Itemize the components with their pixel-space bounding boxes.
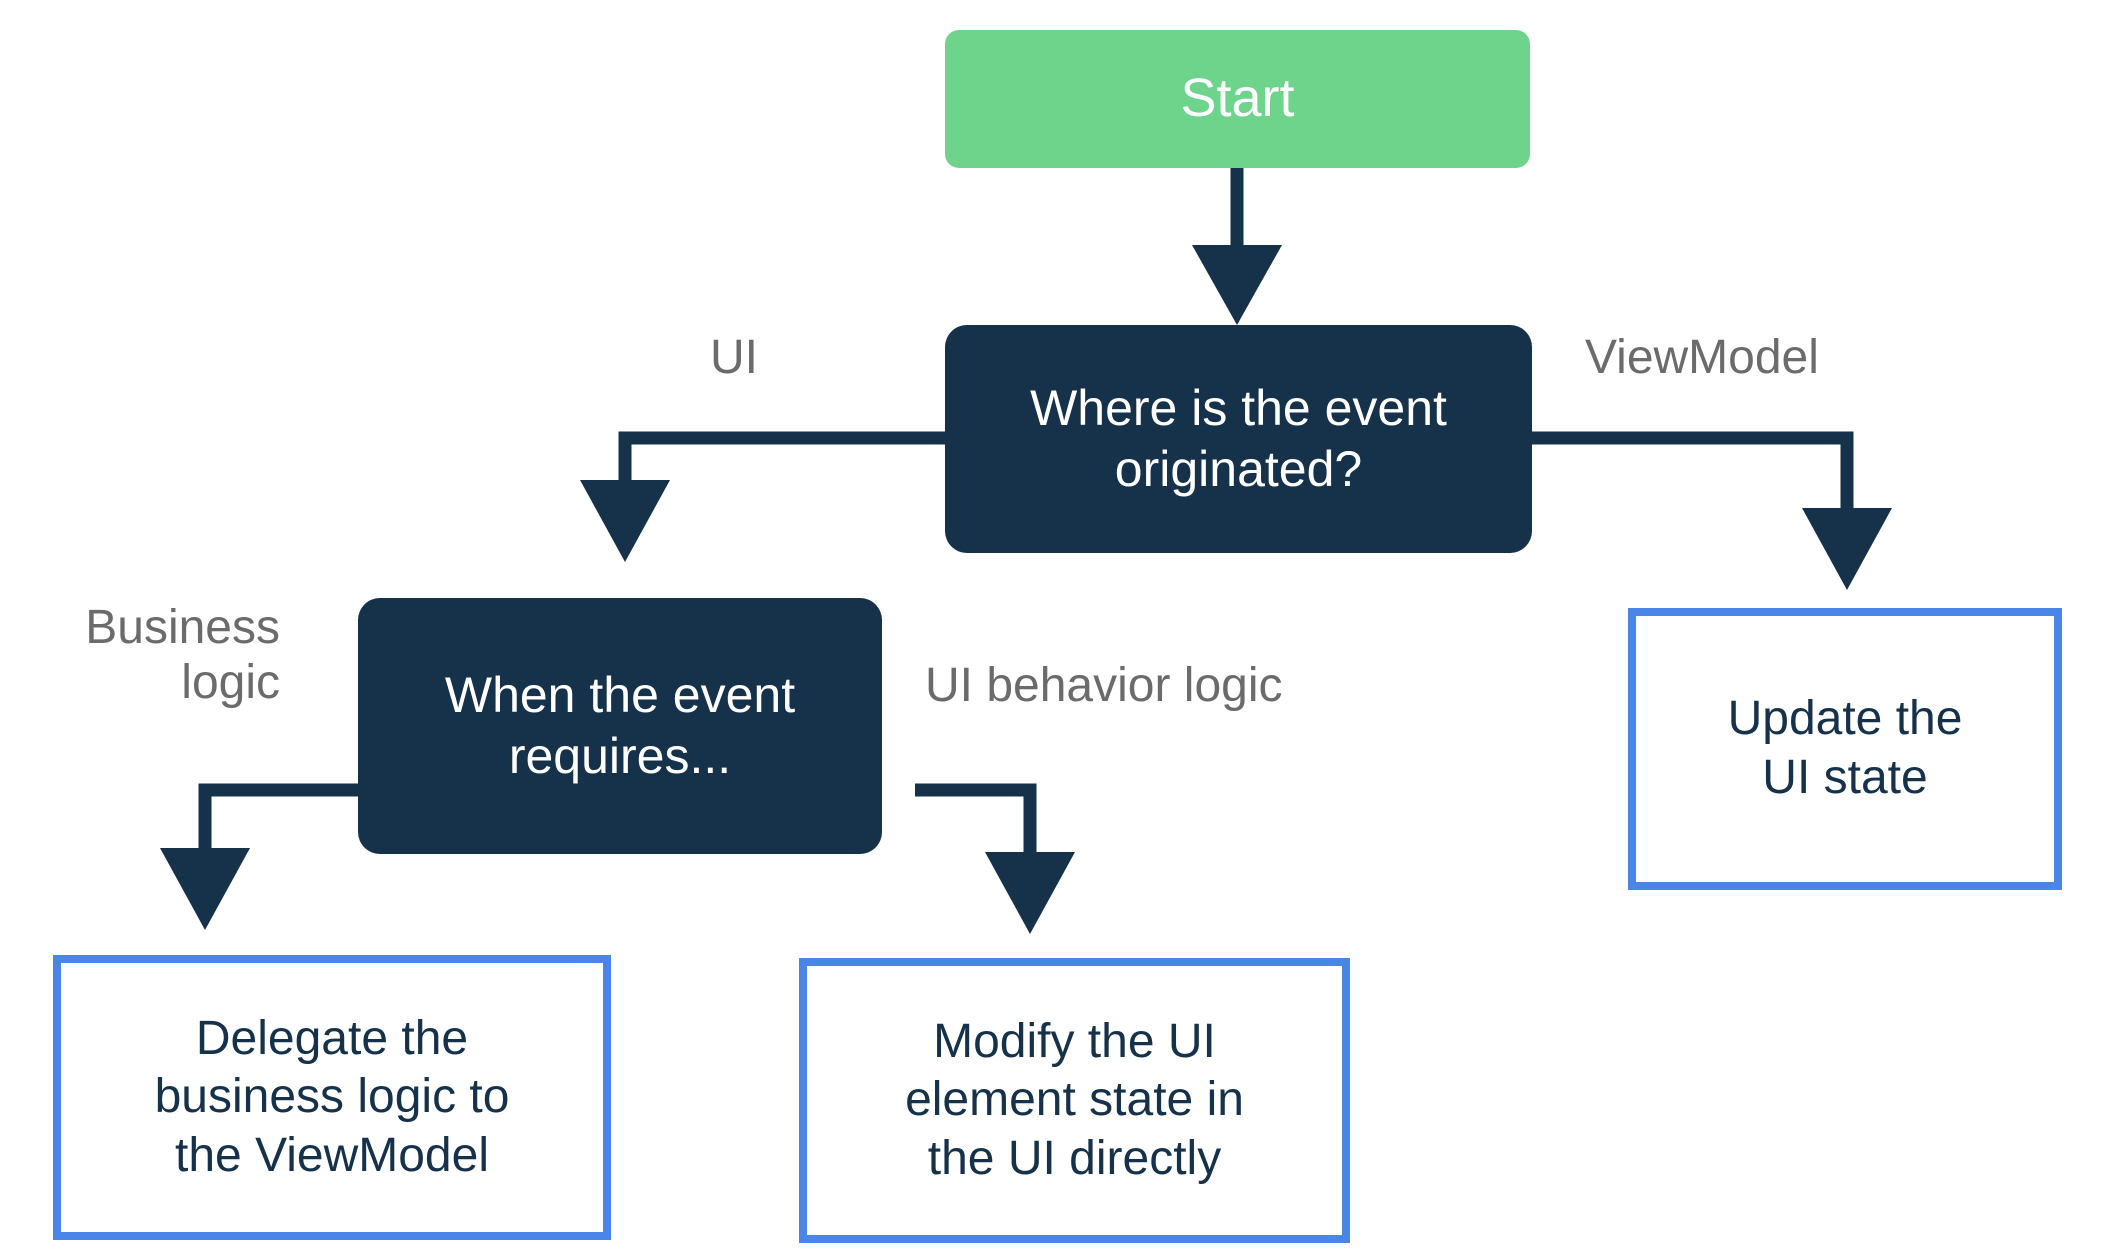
node-start[interactable]: Start bbox=[945, 30, 1530, 168]
node-when-the-event-requires[interactable]: When the event requires... bbox=[358, 598, 882, 854]
node-update-the-ui-state-label: Update the UI state bbox=[1727, 692, 1963, 804]
node-when-the-event-requires-label: When the event requires... bbox=[444, 667, 796, 784]
edge-label-viewmodel: ViewModel bbox=[1585, 331, 1819, 384]
node-delegate-the-business-logic-to-the-viewmodel-label: Delegate the business logic to the ViewM… bbox=[154, 1011, 510, 1182]
edge-decision-to-when-requires bbox=[580, 431, 945, 562]
node-modify-the-ui-element-state-in-the-ui-directly-label: Modify the UI element state in the UI di… bbox=[905, 1014, 1244, 1185]
edge-label-ui-behavior-logic: UI behavior logic bbox=[925, 659, 1283, 712]
node-modify-the-ui-element-state-in-the-ui-directly[interactable]: Modify the UI element state in the UI di… bbox=[799, 958, 1350, 1243]
node-where-is-the-event-originated[interactable]: Where is the event originated? bbox=[945, 325, 1532, 553]
edge-label-ui: UI bbox=[710, 331, 758, 384]
node-delegate-the-business-logic-to-the-viewmodel[interactable]: Delegate the business logic to the ViewM… bbox=[53, 955, 611, 1240]
edge-decision-to-update-ui-state bbox=[1532, 431, 1892, 590]
edge-when-requires-to-modify bbox=[915, 783, 1075, 934]
node-update-the-ui-state[interactable]: Update the UI state bbox=[1628, 608, 2062, 890]
edge-when-requires-to-delegate bbox=[160, 783, 360, 930]
node-start-label: Start bbox=[1180, 68, 1295, 129]
edge-start-to-decision bbox=[1192, 168, 1282, 325]
node-where-is-the-event-originated-label: Where is the event originated? bbox=[1030, 380, 1447, 497]
edge-label-business-logic: Business logic bbox=[85, 601, 280, 710]
